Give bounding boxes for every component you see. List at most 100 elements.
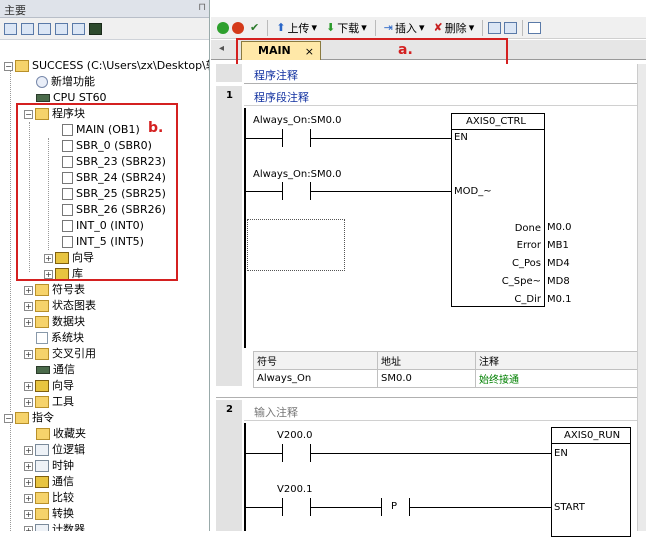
program-icon bbox=[62, 140, 73, 152]
annotation-box-b bbox=[16, 103, 178, 281]
output-addr-error[interactable]: MB1 bbox=[547, 240, 569, 251]
tree-item-cpu[interactable]: CPU ST60 bbox=[36, 90, 107, 106]
list-icon[interactable] bbox=[55, 22, 68, 35]
tree-item-tools[interactable]: +工具 bbox=[24, 395, 74, 408]
contact-2-left[interactable] bbox=[282, 182, 283, 200]
vertical-scrollbar[interactable] bbox=[637, 64, 646, 531]
axis0-ctrl-block[interactable]: AXIS0_CTRL EN MOD_~ Done Error C_Pos C_S… bbox=[451, 113, 545, 307]
power-rail bbox=[244, 108, 246, 348]
window-icon[interactable] bbox=[528, 21, 542, 34]
network-1-comment[interactable]: 程序段注释 bbox=[254, 91, 309, 104]
tree-item-communication[interactable]: 通信 bbox=[36, 362, 75, 378]
tree-item-instructions[interactable]: −指令 bbox=[4, 411, 54, 424]
chevron-down-icon: ▾ bbox=[468, 21, 475, 34]
output-addr-cpos[interactable]: MD4 bbox=[547, 258, 570, 269]
block-2-en: EN bbox=[554, 448, 568, 459]
delete-button[interactable]: ✘删除▾ bbox=[433, 21, 475, 35]
tree-item-sbr26[interactable]: SBR_26 (SBR26) bbox=[62, 202, 166, 218]
empty-cell-selection[interactable] bbox=[247, 219, 345, 271]
pin-icon[interactable]: ⊓ bbox=[198, 2, 206, 13]
axis0-run-block[interactable]: AXIS0_RUN EN START bbox=[551, 427, 631, 537]
network-1-number: 1 bbox=[226, 90, 233, 101]
properties-icon[interactable] bbox=[72, 22, 85, 35]
upload-button[interactable]: ⬆上传▾ bbox=[276, 21, 317, 35]
tree-item-system-block[interactable]: 系统块 bbox=[36, 330, 84, 346]
scroll-left-icon[interactable]: ◂ bbox=[219, 43, 225, 54]
power-rail-2 bbox=[244, 423, 246, 531]
network-2-gutter bbox=[216, 400, 242, 531]
insert-button[interactable]: ⇥插入▾ bbox=[383, 21, 425, 35]
tree-root-project[interactable]: −SUCCESS (C:\Users\zx\Desktop\软 bbox=[4, 59, 210, 72]
grid-view-icon[interactable] bbox=[504, 21, 518, 34]
p-contact-left[interactable] bbox=[381, 498, 382, 516]
net2-contact-1-right[interactable] bbox=[310, 444, 311, 462]
net2-contact-1-left[interactable] bbox=[282, 444, 283, 462]
tree-item-sbr23[interactable]: SBR_23 (SBR23) bbox=[62, 154, 166, 170]
tree-item-clock[interactable]: +时钟 bbox=[24, 459, 74, 472]
plc-icon[interactable] bbox=[89, 22, 102, 35]
chevron-down-icon: ▾ bbox=[418, 21, 425, 34]
panel-title-text: 主要 bbox=[4, 4, 26, 17]
tree-item-wizard[interactable]: +向导 bbox=[24, 379, 74, 392]
folder-icon bbox=[15, 412, 29, 424]
bit-logic-icon bbox=[35, 444, 49, 456]
tree-item-wizard-sub[interactable]: +向导 bbox=[44, 251, 94, 264]
page-icon[interactable] bbox=[38, 22, 51, 35]
p-contact-right[interactable] bbox=[409, 498, 410, 516]
tree-item-status-chart[interactable]: +状态图表 bbox=[24, 299, 96, 312]
symbol-table: 符号 地址 注释 Always_On SM0.0 始终接通 bbox=[253, 351, 646, 388]
tree-item-sbr24[interactable]: SBR_24 (SBR24) bbox=[62, 170, 166, 186]
stop-icon[interactable] bbox=[232, 21, 244, 34]
tree-item-main[interactable]: MAIN (OB1) bbox=[62, 122, 140, 138]
upload-icon: ⬆ bbox=[276, 21, 286, 34]
tab-main[interactable]: MAIN × bbox=[241, 41, 321, 60]
network-2-comment[interactable]: 输入注释 bbox=[254, 406, 298, 419]
tab-bar: ◂ MAIN × bbox=[211, 40, 646, 60]
tree-item-convert[interactable]: +转换 bbox=[24, 507, 74, 520]
contact-1-right[interactable] bbox=[310, 129, 311, 147]
communication-icon bbox=[36, 366, 50, 374]
block-1-mod: MOD_~ bbox=[454, 186, 492, 197]
tree-item-int0[interactable]: INT_0 (INT0) bbox=[62, 218, 144, 234]
insert-icon: ⇥ bbox=[383, 21, 393, 34]
tree-item-comm-instr[interactable]: +通信 bbox=[24, 475, 74, 488]
program-comment[interactable]: 程序注释 bbox=[254, 69, 298, 82]
network-icon[interactable] bbox=[488, 21, 502, 34]
tree-item-int5[interactable]: INT_5 (INT5) bbox=[62, 234, 144, 250]
tree-item-program-block[interactable]: −程序块 bbox=[24, 107, 85, 120]
tree-item-library[interactable]: +库 bbox=[44, 267, 83, 280]
run-icon[interactable] bbox=[217, 21, 229, 34]
close-icon[interactable]: × bbox=[304, 45, 314, 58]
comm-instr-icon bbox=[35, 476, 49, 488]
tree-item-counter[interactable]: +计数器 bbox=[24, 522, 85, 531]
output-addr-done[interactable]: M0.0 bbox=[547, 222, 572, 233]
tree-item-compare[interactable]: +比较 bbox=[24, 491, 74, 504]
output-addr-cspe[interactable]: MD8 bbox=[547, 276, 570, 287]
tree-item-sbr25[interactable]: SBR_25 (SBR25) bbox=[62, 186, 166, 202]
grid-icon[interactable] bbox=[21, 22, 34, 35]
tree-item-sbr0[interactable]: SBR_0 (SBR0) bbox=[62, 138, 152, 154]
table-row[interactable]: Always_On SM0.0 始终接通 bbox=[253, 369, 646, 388]
block-1-out-cpos: C_Pos bbox=[512, 258, 541, 269]
net2-contact-2-right[interactable] bbox=[310, 498, 311, 516]
tree-item-favorites[interactable]: 收藏夹 bbox=[36, 426, 86, 442]
net2-contact-2-left[interactable] bbox=[282, 498, 283, 516]
contact-2-right[interactable] bbox=[310, 182, 311, 200]
tree-item-data-block[interactable]: +数据块 bbox=[24, 315, 85, 328]
tree-item-bit-logic[interactable]: +位逻辑 bbox=[24, 443, 85, 456]
wand-icon bbox=[55, 252, 69, 264]
help-icon bbox=[36, 76, 48, 88]
contact-1-left[interactable] bbox=[282, 129, 283, 147]
view-icon[interactable] bbox=[4, 22, 17, 35]
contact-1-label: Always_On:SM0.0 bbox=[253, 115, 342, 126]
compile-icon[interactable]: ✔ bbox=[250, 21, 260, 34]
annotation-label-a: a. bbox=[398, 42, 413, 58]
download-button[interactable]: ⬇下载▾ bbox=[325, 21, 367, 35]
output-addr-cdir[interactable]: M0.1 bbox=[547, 294, 572, 305]
tree-item-new-features[interactable]: 新增功能 bbox=[36, 74, 95, 90]
tree-item-symbol-table[interactable]: +符号表 bbox=[24, 283, 85, 296]
annotation-box-a bbox=[236, 38, 508, 66]
tree-item-cross-ref[interactable]: +交叉引用 bbox=[24, 347, 96, 360]
block-2-name: AXIS0_RUN bbox=[564, 430, 621, 441]
folder-icon bbox=[35, 108, 49, 120]
